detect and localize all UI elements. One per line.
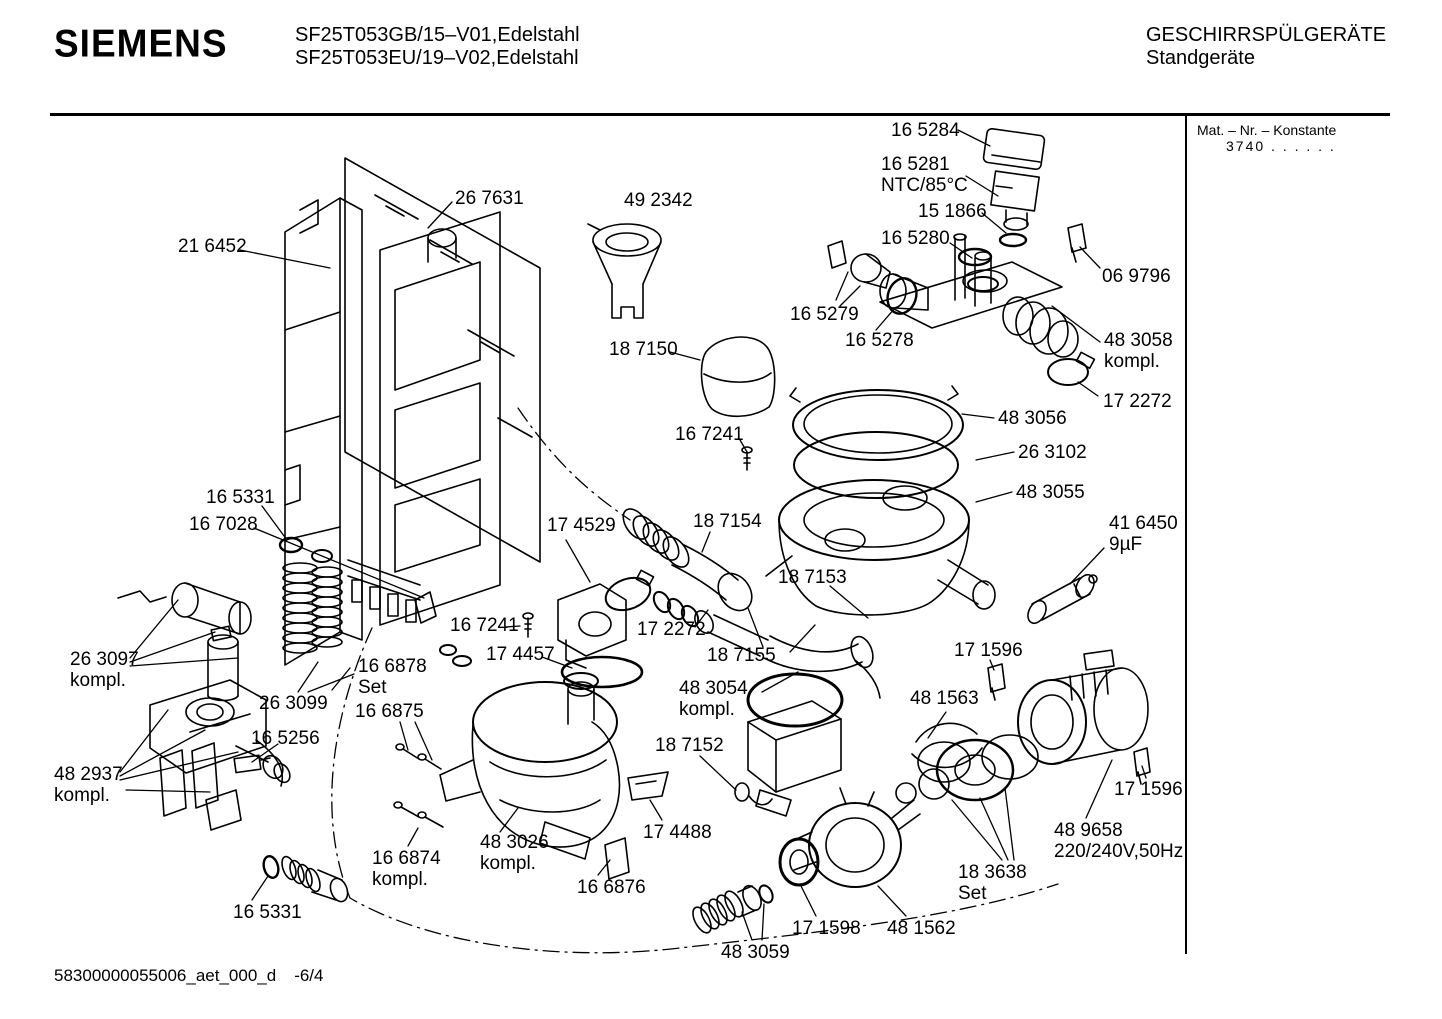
model-number-1: SF25T053GB/15–V01,Edelstahl bbox=[295, 24, 580, 46]
part-label: 18 7153 bbox=[778, 567, 847, 588]
part-label: 48 2937 kompl. bbox=[54, 764, 123, 806]
part-label: 16 5281 NTC/85°C bbox=[881, 154, 968, 196]
part-label: 17 4457 bbox=[486, 644, 555, 665]
part-label: 15 1866 bbox=[918, 201, 987, 222]
model-number-2: SF25T053EU/19–V02,Edelstahl bbox=[295, 47, 579, 69]
part-label: 06 9796 bbox=[1102, 266, 1171, 287]
header-rule bbox=[50, 113, 1390, 116]
part-label: 48 3055 bbox=[1016, 482, 1085, 503]
part-label: 26 3102 bbox=[1018, 442, 1087, 463]
part-label: 16 6875 bbox=[355, 701, 424, 722]
part-label: 48 9658 220/240V,50Hz bbox=[1054, 820, 1184, 862]
mat-nr-note: Mat. – Nr. – Konstante bbox=[1197, 122, 1337, 138]
appliance-category: GESCHIRRSPÜLGERÄTE bbox=[1146, 24, 1387, 46]
appliance-subcategory: Standgeräte bbox=[1146, 47, 1255, 69]
part-label: 16 6874 kompl. bbox=[372, 848, 441, 890]
part-label: 26 7631 bbox=[455, 188, 524, 209]
part-label: 18 7154 bbox=[693, 511, 762, 532]
part-label: 16 5280 bbox=[881, 228, 950, 249]
part-label: 48 1563 bbox=[910, 688, 979, 709]
part-label: 16 5256 bbox=[251, 728, 320, 749]
part-label: 16 5284 bbox=[891, 120, 960, 141]
part-label: 16 5278 bbox=[845, 330, 914, 351]
part-label: 16 5331 bbox=[233, 902, 302, 923]
part-label: 48 3059 bbox=[721, 942, 790, 963]
part-label: 49 2342 bbox=[624, 190, 693, 211]
page-indicator: -6/4 bbox=[294, 966, 324, 985]
part-label: 18 7150 bbox=[609, 339, 678, 360]
part-label: 17 2272 bbox=[637, 619, 706, 640]
part-label: 21 6452 bbox=[178, 236, 247, 257]
part-label: 48 3056 bbox=[998, 408, 1067, 429]
siemens-logo: SIEMENS bbox=[54, 22, 228, 65]
margin-rule bbox=[1185, 116, 1187, 954]
part-label: 17 4488 bbox=[643, 822, 712, 843]
part-label: 48 3058 kompl. bbox=[1104, 330, 1173, 372]
part-label: 48 3054 kompl. bbox=[679, 678, 748, 720]
part-label: 16 6878 Set bbox=[358, 656, 427, 698]
part-label: 16 5331 bbox=[206, 487, 275, 508]
part-label: 26 3097 kompl. bbox=[70, 649, 139, 691]
part-label: 16 6876 bbox=[577, 877, 646, 898]
part-label: 17 2272 bbox=[1103, 391, 1172, 412]
document-id: 58300000055006_aet_000_d bbox=[54, 966, 277, 985]
part-label: 18 7155 bbox=[707, 645, 776, 666]
part-label: 17 1596 bbox=[1114, 779, 1183, 800]
mat-nr-value: 3740 . . . . . . bbox=[1226, 138, 1336, 154]
part-label: 17 4529 bbox=[547, 515, 616, 536]
part-label: 26 3099 bbox=[259, 693, 328, 714]
part-label: 41 6450 9µF bbox=[1109, 513, 1178, 555]
part-label: 48 1562 bbox=[887, 918, 956, 939]
part-label: 18 7152 bbox=[655, 735, 724, 756]
part-label: 16 7241 bbox=[450, 615, 519, 636]
part-label: 16 7028 bbox=[189, 514, 258, 535]
part-label: 18 3638 Set bbox=[958, 862, 1027, 904]
part-label: 17 1598 bbox=[792, 918, 861, 939]
part-label: 16 5279 bbox=[790, 304, 859, 325]
document-footer: 58300000055006_aet_000_d -6/4 bbox=[54, 966, 323, 986]
part-label: 16 7241 bbox=[675, 424, 744, 445]
part-label: 48 3026 kompl. bbox=[480, 832, 549, 874]
part-label: 17 1596 bbox=[954, 640, 1023, 661]
